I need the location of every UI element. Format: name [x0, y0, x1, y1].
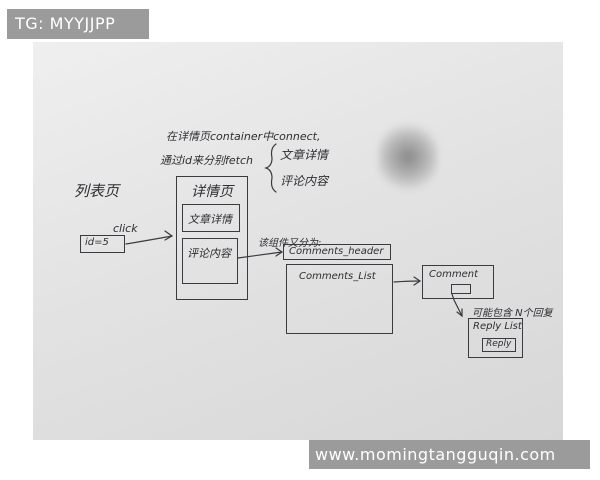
- photo-background: [33, 42, 563, 440]
- article-detail-box: 文章详情: [182, 204, 240, 232]
- components-note: 该组件又分为:: [258, 238, 322, 249]
- top-note-line1: 在详情页container中connect,: [166, 130, 321, 143]
- reply-list-label: Reply List: [473, 321, 522, 332]
- click-label: click: [113, 222, 138, 235]
- article-detail-label: 文章详情: [188, 213, 232, 226]
- comments-list-label: Comments_List: [299, 271, 376, 282]
- blurred-region: [378, 122, 438, 192]
- list-page-label: 列表页: [74, 182, 120, 200]
- reply-note: 可能包含 N个回复: [472, 308, 553, 319]
- id-box-label: id=5: [85, 237, 109, 248]
- detail-page-title: 详情页: [191, 184, 233, 200]
- comments-header-box: Comments_header: [283, 244, 391, 260]
- comment-inner-box: [451, 284, 471, 294]
- comments-content-box: 评论内容: [182, 238, 238, 284]
- comments-content-label: 评论内容: [187, 247, 231, 260]
- id-box: id=5: [80, 235, 125, 253]
- watermark-top: TG: MYYJJPP: [7, 9, 149, 39]
- watermark-bottom: www.momingtangguqin.com: [309, 440, 590, 469]
- comment-label: Comment: [429, 269, 478, 280]
- comment-box: Comment: [422, 265, 494, 299]
- reply-list-box: Reply List: [468, 318, 523, 358]
- brace-item-article: 文章详情: [280, 148, 329, 162]
- reply-label: Reply: [486, 339, 512, 349]
- reply-box: Reply: [482, 338, 516, 352]
- brace-item-comments: 评论内容: [280, 174, 329, 188]
- comments-list-box: Comments_List: [286, 264, 393, 334]
- comments-header-label: Comments_header: [289, 246, 384, 257]
- top-note-line2: 通过id来分别fetch: [160, 154, 254, 167]
- detail-page-box: 详情页: [176, 176, 248, 300]
